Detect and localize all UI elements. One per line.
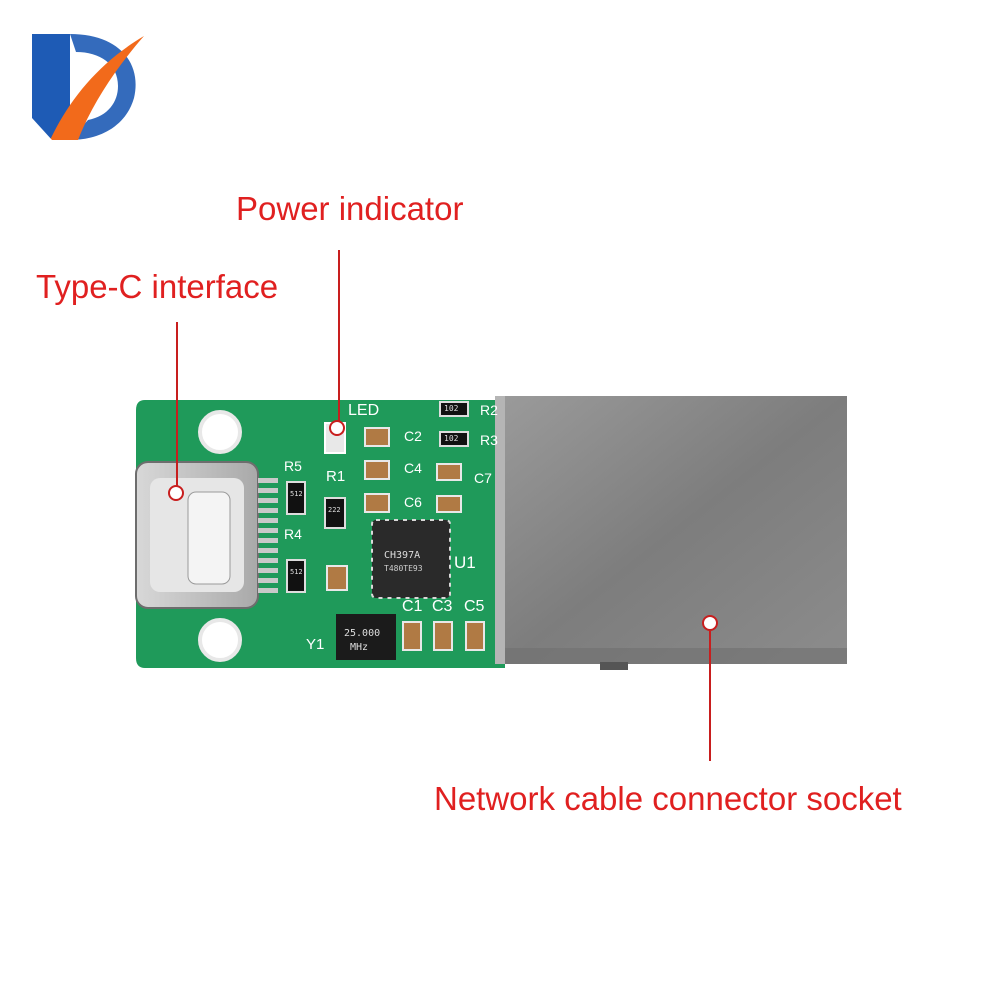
network-socket-shield xyxy=(495,396,847,670)
silk-r5: R5 xyxy=(284,458,302,474)
leader-type-c-interface xyxy=(176,322,178,486)
silk-c4: C4 xyxy=(404,460,422,476)
silk-u1: U1 xyxy=(454,553,476,572)
silk-y1: Y1 xyxy=(306,636,325,653)
silk-r1: R1 xyxy=(326,468,346,485)
chip-code: T480TE93 xyxy=(384,564,423,573)
crystal xyxy=(336,614,396,660)
silk-c1: C1 xyxy=(402,598,423,615)
label-type-c-interface: Type-C interface xyxy=(36,268,279,305)
capacitors xyxy=(326,427,485,651)
silk-c5: C5 xyxy=(464,598,485,615)
crystal-marking: 25.000 xyxy=(344,628,381,639)
silk-r2: R2 xyxy=(480,402,498,418)
leader-network-socket xyxy=(709,631,711,761)
silk-r4: R4 xyxy=(284,526,302,542)
marker-type-c-interface xyxy=(168,485,184,501)
resistor-512a: 512 xyxy=(290,490,303,498)
chip-marking: CH397A xyxy=(384,550,421,561)
label-network-socket: Network cable connector socket xyxy=(434,780,902,817)
silk-c3: C3 xyxy=(432,598,453,615)
silk-r3: R3 xyxy=(480,432,498,448)
label-power-indicator: Power indicator xyxy=(236,190,464,227)
resistor-512b: 512 xyxy=(290,568,303,576)
marker-network-socket xyxy=(702,615,718,631)
silk-c7: C7 xyxy=(474,470,492,486)
type-c-pins xyxy=(258,478,278,593)
resistor-102b: 102 xyxy=(444,434,459,443)
type-c-connector xyxy=(135,461,259,609)
resistor-102a: 102 xyxy=(444,404,459,413)
crystal-unit: MHz xyxy=(350,642,369,653)
marker-power-indicator xyxy=(329,420,345,436)
silk-c2: C2 xyxy=(404,428,422,444)
silk-c6: C6 xyxy=(404,494,422,510)
silk-led: LED xyxy=(348,402,380,419)
leader-power-indicator xyxy=(338,250,340,422)
resistors xyxy=(286,401,469,593)
brand-logo xyxy=(32,34,144,140)
ch397a-chip xyxy=(371,519,451,599)
resistor-222: 222 xyxy=(328,506,341,514)
